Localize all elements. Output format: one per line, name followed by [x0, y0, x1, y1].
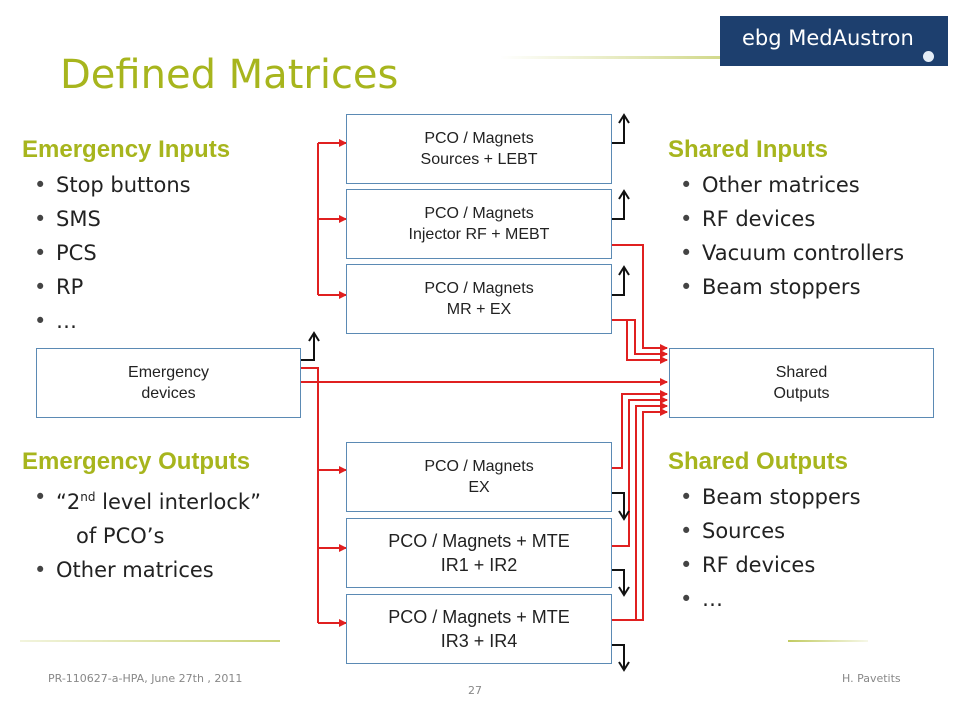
list-item: Stop buttons	[22, 168, 191, 202]
emergency-inputs-heading: Emergency Inputs	[22, 136, 231, 163]
logo-dot	[923, 51, 934, 62]
box-line: Injector RF + MEBT	[408, 226, 550, 243]
pco-box-sources-lebt: PCO / Magnets Sources + LEBT	[346, 114, 612, 184]
shared-inputs-list: Other matrices RF devices Vacuum control…	[668, 168, 904, 304]
list-item: Vacuum controllers	[668, 236, 904, 270]
list-item: “2nd level interlock”	[22, 480, 261, 519]
list-item: Other matrices	[22, 553, 261, 587]
pco2-up-arrow	[612, 189, 630, 220]
box-line: PCO / Magnets	[424, 458, 534, 475]
box-line: EX	[468, 479, 490, 496]
box-line: PCO / Magnets + MTE	[388, 607, 570, 627]
item-text: of PCO’s	[76, 524, 165, 548]
list-item: …	[668, 582, 861, 616]
footer-line-right	[788, 640, 868, 642]
superscript: nd	[80, 490, 96, 504]
pco1-up-arrow	[612, 113, 630, 144]
list-item: RF devices	[668, 202, 904, 236]
emergency-outputs-heading: Emergency Outputs	[22, 448, 251, 475]
box-line: PCO / Magnets	[424, 280, 534, 297]
pco-box-mr-ex: PCO / Magnets MR + EX	[346, 264, 612, 334]
box-line: Shared	[775, 364, 828, 381]
list-item: Beam stoppers	[668, 480, 861, 514]
footer-line-left	[20, 640, 280, 642]
emergency-outputs-list: “2nd level interlock” of PCO’s Other mat…	[22, 480, 261, 587]
list-item-continuation: of PCO’s	[22, 519, 261, 553]
box-line: PCO / Magnets + MTE	[388, 531, 570, 551]
box-line: Sources + LEBT	[420, 151, 538, 168]
pco2-to-shared-wire	[612, 244, 668, 352]
shared-inputs-heading: Shared Inputs	[668, 136, 829, 163]
page-title: Defined Matrices	[60, 52, 399, 98]
list-item: PCS	[22, 236, 191, 270]
list-item: …	[22, 304, 191, 338]
logo-line	[500, 56, 930, 59]
emergency-up-arrow	[300, 331, 320, 361]
pco5-down-arrow	[612, 569, 630, 597]
shared-outputs-list: Beam stoppers Sources RF devices …	[668, 480, 861, 616]
footer-author: H. Pavetits	[842, 672, 901, 685]
box-line: Outputs	[773, 385, 830, 402]
pco5-to-shared-wire	[612, 396, 668, 547]
emergency-devices-box: Emergency devices	[36, 348, 301, 418]
pco6-down-arrow	[612, 644, 630, 672]
pco3-to-shared-wire-b	[612, 319, 668, 358]
pco-box-ex: PCO / Magnets EX	[346, 442, 612, 512]
box-line: PCO / Magnets	[424, 205, 534, 222]
pco4-down-arrow	[612, 492, 630, 521]
list-item: Sources	[668, 514, 861, 548]
pco-box-injector-rf-mebt: PCO / Magnets Injector RF + MEBT	[346, 189, 612, 259]
pco4-to-shared-wire-a	[612, 390, 668, 469]
pco3-up-arrow	[612, 265, 630, 296]
list-item: Other matrices	[668, 168, 904, 202]
list-item: Beam stoppers	[668, 270, 904, 304]
pco-box-ir3-ir4: PCO / Magnets + MTE IR3 + IR4	[346, 594, 612, 664]
item-text: “2	[56, 490, 81, 514]
list-item: RP	[22, 270, 191, 304]
pco6-to-shared-wire-b	[612, 408, 668, 621]
item-text: level interlock”	[95, 490, 261, 514]
shared-outputs-box: Shared Outputs	[669, 348, 934, 418]
box-line: IR1 + IR2	[440, 555, 518, 575]
box-line: Emergency	[128, 364, 209, 381]
box-line: IR3 + IR4	[440, 631, 518, 651]
box-line: MR + EX	[446, 301, 512, 318]
shared-outputs-heading: Shared Outputs	[668, 448, 849, 475]
box-line: devices	[141, 385, 196, 402]
logo-background	[720, 16, 948, 66]
page-number: 27	[468, 684, 482, 697]
pco-box-ir1-ir2: PCO / Magnets + MTE IR1 + IR2	[346, 518, 612, 588]
footer-reference: PR-110627-a-HPA, June 27th , 2011	[48, 672, 243, 685]
logo: ebg MedAustron	[742, 26, 914, 50]
list-item: SMS	[22, 202, 191, 236]
emergency-bus-wire	[300, 367, 319, 623]
list-item: RF devices	[668, 548, 861, 582]
emergency-inputs-list: Stop buttons SMS PCS RP …	[22, 168, 191, 338]
box-line: PCO / Magnets	[424, 130, 534, 147]
